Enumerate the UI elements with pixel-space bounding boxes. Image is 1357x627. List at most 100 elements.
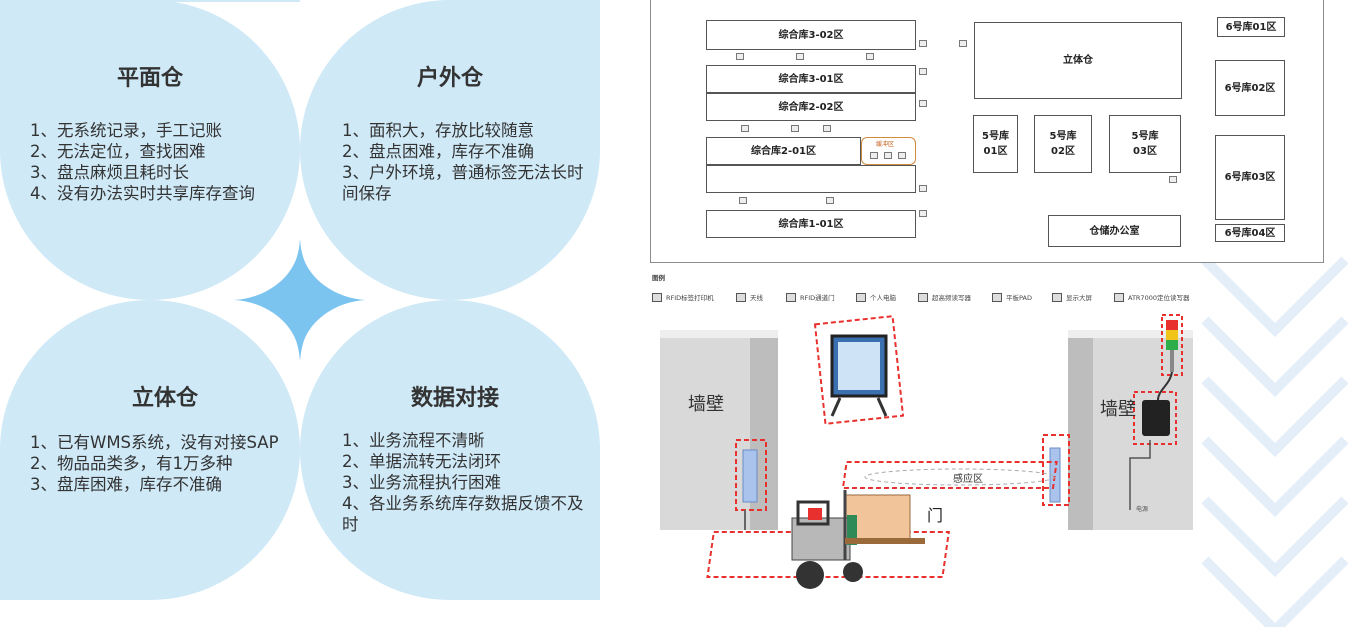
zone-wh6-01: 6号库01区 xyxy=(1217,17,1285,37)
printer-icon xyxy=(652,292,662,302)
quadrant-title-data: 数据对接 xyxy=(410,386,499,411)
list-item: 2、物品品类多，有1万多种 xyxy=(30,454,233,473)
locator-icon xyxy=(1114,292,1124,302)
legend-item-gate: RFID通道门 xyxy=(786,292,835,302)
legend-item-antenna: 天线 xyxy=(736,292,763,302)
list-item: 2、盘点困难，库存不准确 xyxy=(342,142,534,161)
pc-icon xyxy=(884,152,892,159)
zone-2-01: 综合库2-01区 xyxy=(706,137,861,165)
legend-label: 显示大屏 xyxy=(1066,294,1092,302)
gate-icon xyxy=(796,53,804,60)
gate-icon xyxy=(739,197,747,204)
wall-right-label: 墙壁 xyxy=(1100,399,1136,420)
problem-quadrants: 平面仓 1、无系统记录，手工记账 2、无法定位，查找困难 3、盘点麻烦且耗时长 … xyxy=(0,0,600,600)
gate-icon xyxy=(741,125,749,132)
list-item: 4、各业务系统库存数据反馈不及时 xyxy=(342,494,584,534)
list-item: 3、盘点麻烦且耗时长 xyxy=(30,163,189,182)
forklift-icon xyxy=(791,490,925,589)
buffer-zone: 缓冲区 xyxy=(861,137,916,165)
reader-icon xyxy=(919,100,927,107)
reader-icon xyxy=(919,40,927,47)
list-item: 3、盘库困难，库存不准确 xyxy=(30,475,222,494)
quadrant-list-data: 1、业务流程不清晰 2、单据流转无法闭环 3、业务流程执行困难 4、各业务系统库… xyxy=(342,430,592,535)
door-label: 门 xyxy=(927,506,944,525)
sensing-zone xyxy=(841,461,1058,489)
pc-icon xyxy=(856,292,866,302)
legend-label: RFID标签打印机 xyxy=(666,294,714,302)
printer-icon xyxy=(870,152,878,159)
zone-wh5-03: 5号库 03区 xyxy=(1109,115,1181,173)
reader-icon xyxy=(959,40,967,47)
gate-icon xyxy=(866,53,874,60)
decorative-stripes xyxy=(1201,256,1349,627)
zone-wh5-03-label: 5号库 03区 xyxy=(1131,131,1159,157)
legend-item-printer: RFID标签打印机 xyxy=(652,292,714,302)
tablet-icon xyxy=(992,292,1002,302)
zone-wh5-02-label: 5号库 02区 xyxy=(1049,131,1077,157)
list-item: 1、面积大，存放比较随意 xyxy=(342,121,534,140)
legend-item-atr: ATR7000定位读写器 xyxy=(1114,292,1189,302)
rfid-gate-scene: 墙壁 墙壁 感应区 门 电源 xyxy=(650,310,1195,610)
zone-3-02: 综合库3-02区 xyxy=(706,20,916,50)
zone-1-01: 综合库1-01区 xyxy=(706,210,916,238)
antenna-icon xyxy=(736,292,746,302)
reader-icon xyxy=(1169,176,1177,183)
list-item: 1、已有WMS系统，没有对接SAP xyxy=(30,433,279,452)
list-item: 4、没有办法实时共享库存查询 xyxy=(30,184,255,203)
zone-wh6-03: 6号库03区 xyxy=(1215,135,1285,220)
zone-3-01: 综合库3-01区 xyxy=(706,65,916,93)
legend-item-pad: 平板PAD xyxy=(992,292,1032,302)
gate-icon xyxy=(786,292,796,302)
zone-wh6-02: 6号库02区 xyxy=(1215,60,1285,116)
screen-icon xyxy=(919,210,927,217)
gate-icon xyxy=(823,125,831,132)
legend-label: 超高频读写器 xyxy=(932,294,971,302)
list-item: 3、业务流程执行困难 xyxy=(342,473,501,492)
legend-item-pc: 个人电脑 xyxy=(856,292,896,302)
sense-zone-label: 感应区 xyxy=(953,474,983,485)
scene-illustration xyxy=(660,314,1193,589)
plan-legend: 图例 RFID标签打印机 天线 RFID通道门 个人电脑 超高频读写器 平板PA… xyxy=(652,272,1212,306)
forklift-zone xyxy=(706,531,950,578)
zone-2-01-lower xyxy=(706,165,916,193)
buffer-label: 缓冲区 xyxy=(876,141,895,148)
list-item: 1、无系统记录，手工记账 xyxy=(30,121,222,140)
reader-icon xyxy=(919,185,927,192)
legend-label: 平板PAD xyxy=(1006,294,1032,302)
gate-icon xyxy=(791,125,799,132)
wall-left xyxy=(660,330,778,530)
legend-label: 个人电脑 xyxy=(870,294,896,302)
list-item: 3、户外环境，普通标签无法长时间保存 xyxy=(342,163,584,203)
zone-wh5-01-label: 5号库 01区 xyxy=(982,131,1009,157)
legend-title: 图例 xyxy=(652,274,665,282)
legend-label: 天线 xyxy=(750,294,763,302)
zone-wh5-01: 5号库 01区 xyxy=(973,115,1018,173)
gate-icon xyxy=(736,53,744,60)
screen-icon xyxy=(1052,292,1062,302)
list-item: 2、无法定位，查找困难 xyxy=(30,142,206,161)
quadrant-list-outdoor: 1、面积大，存放比较随意 2、盘点困难，库存不准确 3、户外环境，普通标签无法长… xyxy=(342,120,587,204)
quadrant-shapes xyxy=(0,0,600,600)
gate-icon xyxy=(826,197,834,204)
legend-label: ATR7000定位读写器 xyxy=(1128,294,1190,302)
quadrant-list-flat: 1、无系统记录，手工记账 2、无法定位，查找困难 3、盘点麻烦且耗时长 4、没有… xyxy=(30,120,290,204)
legend-item-screen: 显示大屏 xyxy=(1052,292,1092,302)
antenna-gate-left xyxy=(735,439,767,530)
reader-device xyxy=(1129,314,1183,510)
zone-2-02: 综合库2-02区 xyxy=(706,93,916,121)
wall-left-label: 墙壁 xyxy=(688,394,724,415)
warehouse-floor-plan: 综合库3-02区 综合库3-01区 综合库2-02区 综合库2-01区 综合库1… xyxy=(650,0,1324,263)
quadrant-list-stereo: 1、已有WMS系统，没有对接SAP 2、物品品类多，有1万多种 3、盘库困难，库… xyxy=(30,432,280,495)
reader-icon xyxy=(898,152,906,159)
screen-icon xyxy=(919,68,927,75)
list-item: 1、业务流程不清晰 xyxy=(342,431,485,450)
display-screen-icon xyxy=(813,315,905,425)
quadrant-title-stereo: 立体仓 xyxy=(131,386,198,411)
quadrant-title-flat: 平面仓 xyxy=(116,66,183,91)
antenna-gate-right xyxy=(1042,434,1070,506)
power-label: 电源 xyxy=(1136,506,1149,513)
zone-office: 仓储办公室 xyxy=(1048,215,1181,247)
zone-wh6-04: 6号库04区 xyxy=(1215,224,1285,242)
legend-item-reader: 超高频读写器 xyxy=(918,292,971,302)
quadrant-title-outdoor: 户外仓 xyxy=(416,66,483,91)
